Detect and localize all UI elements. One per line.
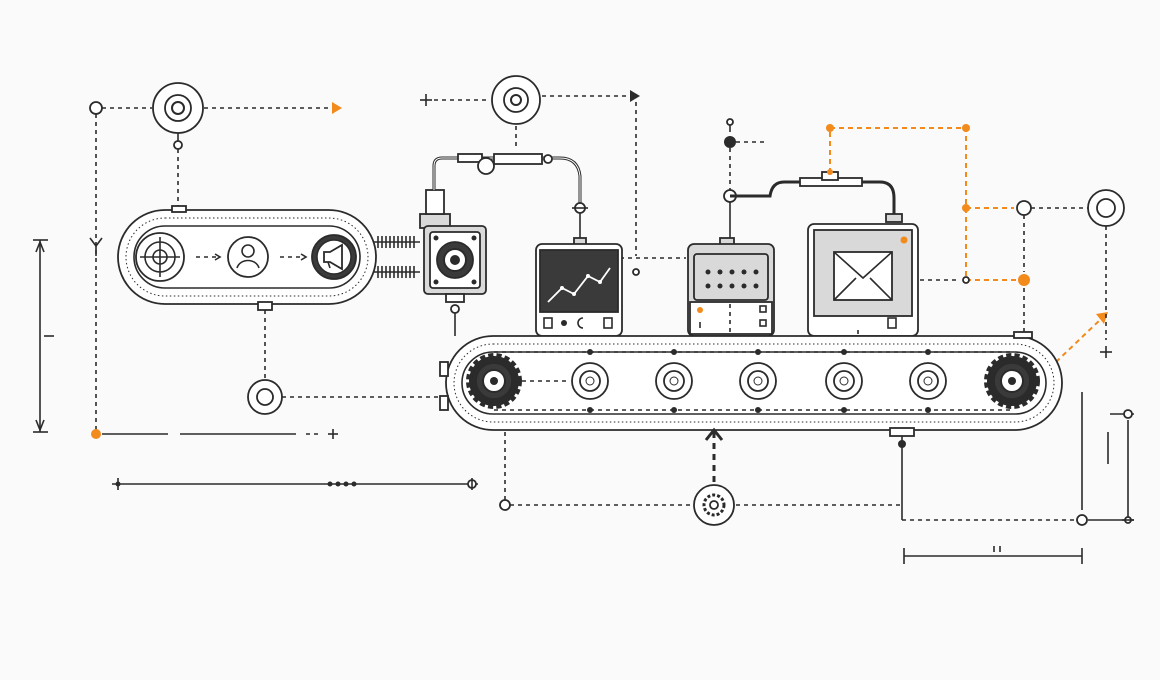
- chart-screen-station: [535, 243, 623, 337]
- gear-icon: [702, 493, 726, 517]
- vertical-dimension-left: [33, 239, 54, 433]
- roller-2-icon: [655, 349, 693, 413]
- drive-gear-left-icon: [466, 353, 522, 409]
- gear-icon: [436, 241, 474, 279]
- envelope-monitor-icon: [833, 251, 893, 301]
- dot-grid-panel-icon: [693, 253, 769, 301]
- vertical-dimension-right: [1081, 392, 1134, 524]
- upper-right-pipe: [724, 118, 903, 223]
- target-icon: [135, 232, 185, 282]
- roller-1-icon: [571, 349, 609, 413]
- spring-coupling: [374, 236, 420, 278]
- roller-3-icon: [739, 349, 777, 413]
- left-vertical-arrow-icon: [89, 237, 103, 256]
- dot-grid-panel-station: [687, 189, 775, 337]
- drive-gear-right-icon: [984, 353, 1040, 409]
- person-icon: [227, 236, 269, 278]
- right-node-connector: [1016, 189, 1125, 358]
- envelope-monitor-station: [807, 223, 919, 337]
- horizontal-dimension-bottom-right: [898, 436, 1134, 564]
- bottom-gear-node: [499, 427, 900, 526]
- left-lower-node: [247, 361, 449, 415]
- chart-screen-icon: [539, 249, 619, 313]
- megaphone-icon: [311, 234, 357, 280]
- roller-4-icon: [825, 349, 863, 413]
- roller-5-icon: [909, 349, 947, 413]
- orange-arrow-icon: [332, 102, 342, 114]
- lower-conveyor: [445, 331, 1063, 437]
- top-middle-connector: [420, 75, 686, 276]
- gearbox: [419, 153, 588, 336]
- top-left-connector: [89, 82, 342, 430]
- horizontal-dimension-bottom-left: [91, 429, 478, 490]
- upper-conveyor: [117, 205, 377, 378]
- orange-dashed-route: [826, 124, 1108, 363]
